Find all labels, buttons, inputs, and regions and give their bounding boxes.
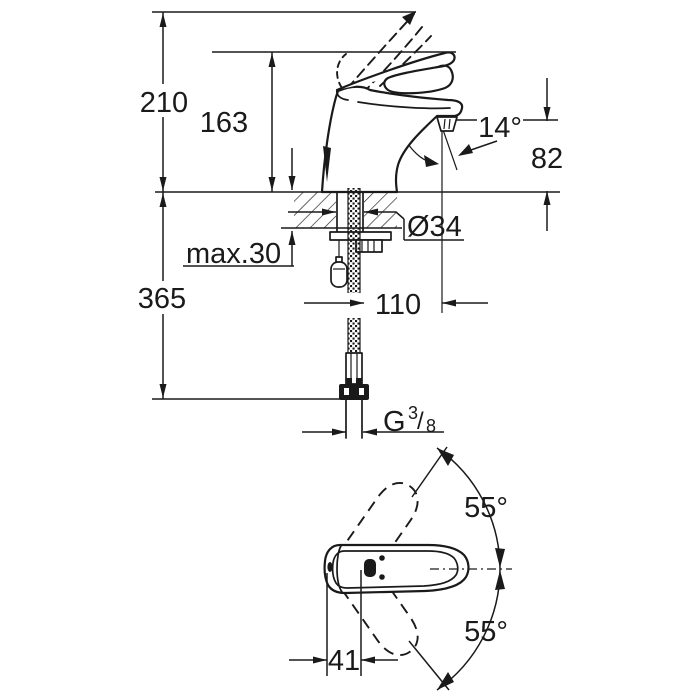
lever-handle-side: [335, 51, 456, 101]
dim-g38-label: G 3 / 8: [383, 403, 436, 438]
top-view: 55° 55° 41: [289, 446, 512, 691]
aerator: [436, 116, 458, 132]
handle-cap-dot: [327, 562, 333, 572]
side-view: 210 163 14° 82 Ø34 max.30 365 110 G 3 / …: [134, 11, 563, 439]
dimension-arrowheads: [159, 13, 551, 436]
dim-82-label: 82: [531, 143, 563, 175]
swivel-arc: [408, 446, 505, 691]
dim-365-label: 365: [138, 283, 186, 315]
faucet-body: [320, 85, 464, 194]
detail-dot-top: [379, 555, 385, 561]
detail-dot-bottom: [379, 574, 385, 580]
lever-tip-raised: [402, 11, 416, 25]
mounting-assembly: [329, 188, 392, 439]
dim-14deg-label: 14°: [478, 112, 522, 144]
dim-41-label: 41: [328, 645, 360, 677]
hose-hex-nut: [339, 384, 369, 400]
handle-top-view: [323, 543, 512, 595]
flex-hose: [339, 188, 369, 439]
dim-55-bottom-label: 55°: [464, 616, 508, 648]
cartridge-mark: [364, 559, 376, 577]
dim-163-label: 163: [200, 107, 248, 139]
dim-max30-label: max.30: [186, 238, 281, 270]
handle-cap-seam: [336, 545, 343, 593]
dim-110-label: 110: [375, 289, 421, 321]
pull-rod-knob: [330, 261, 348, 288]
dim-dia34-label: Ø34: [407, 211, 462, 243]
pull-rod: [330, 240, 348, 288]
dim-210-label: 210: [140, 87, 188, 119]
dim-55-top-label: 55°: [464, 492, 508, 524]
body-edge-accent: [323, 146, 331, 182]
dim-41: [289, 570, 398, 676]
